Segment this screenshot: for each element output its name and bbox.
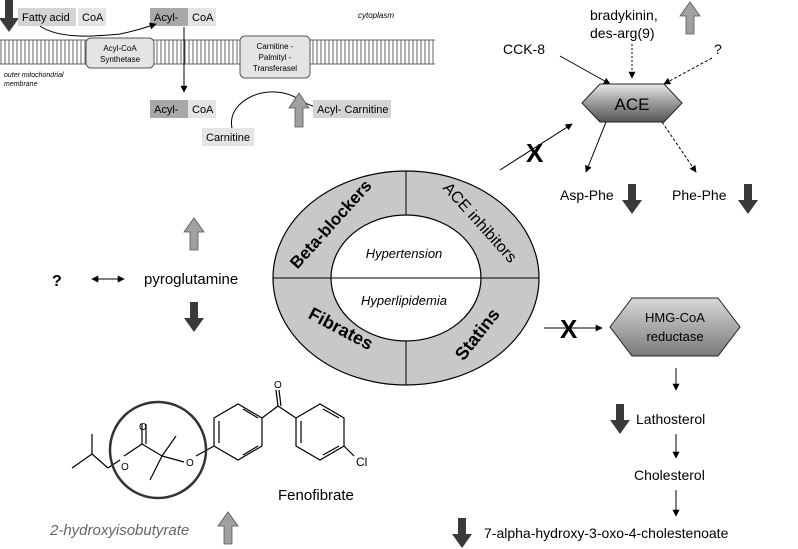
chlorine-label: Cl bbox=[356, 455, 367, 469]
acyl-carnitine-box bbox=[313, 100, 391, 118]
cck8-label: CCK-8 bbox=[503, 41, 545, 57]
cholestenoate-down-arrow-icon bbox=[452, 518, 472, 548]
fatty-acid-box bbox=[18, 8, 76, 26]
transferase-line3: Transferasel bbox=[253, 64, 297, 73]
carnitine-box bbox=[202, 128, 254, 146]
transferase-line2: Palmityl - bbox=[259, 53, 292, 62]
coa-top2-box bbox=[188, 8, 216, 26]
coa-top-box bbox=[78, 8, 106, 26]
hmg-section: X HMG-CoA reductase Lathosterol Choleste… bbox=[452, 297, 741, 548]
acyl-top-box bbox=[150, 8, 188, 26]
outer-membrane-band bbox=[0, 40, 435, 64]
acyl-coa-synthetase-box bbox=[85, 37, 155, 69]
hydroxyisobutyrate-up-arrow-icon bbox=[217, 511, 239, 545]
cytoplasm-label: cytoplasm bbox=[358, 11, 394, 20]
hyperlipidemia-label: Hyperlipidemia bbox=[361, 293, 447, 308]
fenofibrate-label: Fenofibrate bbox=[278, 487, 354, 504]
pyroglutamine-question-label: ? bbox=[52, 273, 62, 290]
acyl-bottom-box bbox=[150, 100, 188, 118]
hydroxyisobutyrate-label: 2-hydroxyisobutyrate bbox=[49, 522, 189, 539]
hmg-line2: reductase bbox=[646, 329, 703, 344]
coa-bottom-label: CoA bbox=[192, 104, 214, 116]
asp-phe-label: Asp-Phe bbox=[560, 187, 614, 203]
synthetase-line2: Synthetase bbox=[100, 55, 141, 64]
phe-phe-label: Phe-Phe bbox=[672, 187, 727, 203]
hmg-line1: HMG-CoA bbox=[645, 310, 705, 325]
ace-section: bradykinin, des-arg(9) CCK-8 ? ACE Asp-P… bbox=[499, 1, 758, 214]
pyroglutamine-section: ? pyroglutamine bbox=[52, 217, 238, 332]
fatty-acid-label: Fatty acid bbox=[22, 12, 70, 24]
membrane-section: Fatty acid CoA Acyl- CoA cytoplasm Acyl-… bbox=[0, 0, 435, 146]
pyroglutamine-up-arrow-icon bbox=[183, 217, 205, 251]
coa-top-label: CoA bbox=[82, 12, 104, 24]
fenofibrate-structure bbox=[71, 389, 355, 500]
coa-top2-label: CoA bbox=[192, 12, 214, 24]
cholestenoate-label: 7-alpha-hydroxy-3-oxo-4-cholestenoate bbox=[484, 525, 729, 541]
ether-oxygen: O bbox=[186, 458, 194, 469]
carnitine-label: Carnitine bbox=[206, 132, 250, 144]
asp-phe-down-arrow-icon bbox=[622, 184, 642, 214]
fenofibrate-labels: O O O O Cl Fenofibrate 2-hydroxyisobutyr… bbox=[49, 380, 367, 545]
outer-membrane-label-2: membrane bbox=[4, 81, 38, 88]
coa-bottom-box bbox=[188, 100, 216, 118]
fatty-acid-down-arrow-icon bbox=[0, 0, 19, 32]
ace-hexagon bbox=[581, 83, 683, 123]
hmg-block-x-icon: X bbox=[560, 314, 578, 344]
ace-label: ACE bbox=[615, 95, 650, 114]
bradykinin-line1: bradykinin, bbox=[590, 7, 658, 23]
bradykinin-up-arrow-icon bbox=[679, 1, 701, 35]
transferase-line1: Carnitine - bbox=[257, 42, 294, 51]
ester-oxygen-1: O bbox=[121, 462, 129, 473]
phe-phe-down-arrow-icon bbox=[738, 184, 758, 214]
ace-block-x-icon: X bbox=[526, 138, 544, 168]
pyroglutamine-down-arrow-icon bbox=[184, 302, 204, 332]
acyl-carnitine-up-arrow-icon bbox=[288, 92, 310, 128]
acyl-top-label: Acyl- bbox=[154, 12, 179, 24]
carnitine-palmityl-transferase-box bbox=[239, 35, 311, 79]
lathosterol-label: Lathosterol bbox=[636, 411, 705, 427]
hypertension-label: Hypertension bbox=[366, 246, 443, 261]
acyl-bottom-label: Acyl- bbox=[154, 104, 179, 116]
bradykinin-line2: des-arg(9) bbox=[590, 25, 655, 41]
lathosterol-down-arrow-icon bbox=[610, 404, 630, 434]
synthetase-line1: Acyl-CoA bbox=[103, 44, 137, 53]
outer-membrane-label-1: outer mitochondrial bbox=[4, 72, 64, 79]
cholesterol-label: Cholesterol bbox=[634, 467, 705, 483]
pyroglutamine-label: pyroglutamine bbox=[144, 271, 238, 288]
acyl-carnitine-label: Acyl- Carnitine bbox=[317, 104, 389, 116]
carbonyl-oxygen-2: O bbox=[274, 380, 282, 391]
carbonyl-oxygen-1: O bbox=[139, 422, 147, 433]
hmg-coa-reductase-hexagon bbox=[609, 297, 741, 357]
ace-question-label: ? bbox=[714, 41, 722, 57]
drug-wheel: Beta-blockers ACE inhibitors Fibrates St… bbox=[272, 170, 540, 386]
